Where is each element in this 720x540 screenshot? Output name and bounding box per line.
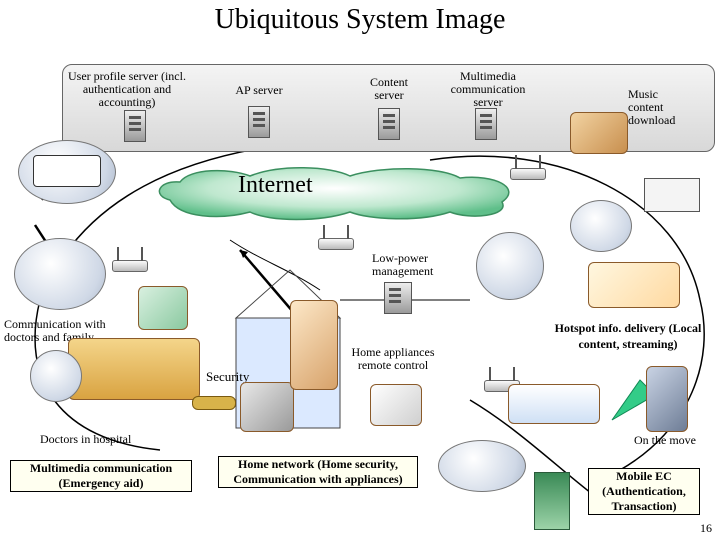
on-the-move-label: On the move — [634, 433, 696, 447]
businessman-image — [646, 366, 688, 432]
cafe-hotspot-image — [476, 232, 544, 300]
ambulance-icon — [33, 155, 101, 187]
multimedia-communication-box: Multimedia communication (Emergency aid) — [10, 460, 192, 492]
music-box-icon — [570, 112, 628, 154]
home-network-box: Home network (Home security, Communicati… — [218, 456, 418, 488]
laptop-user-image — [570, 200, 632, 252]
content-server-label: Content server — [370, 75, 408, 102]
access-point-icon — [112, 247, 148, 272]
access-point-icon — [318, 225, 354, 250]
music-download-label: Music content download — [628, 87, 676, 127]
multimedia-server-icon — [475, 108, 497, 140]
video-call-user-image — [30, 350, 82, 402]
burglar-image — [240, 382, 294, 432]
page-title: Ubiquitous System Image — [214, 4, 506, 35]
mobile-ec-box: Mobile EC (Authentication, Transaction) — [588, 468, 700, 515]
pc-icon — [384, 282, 412, 314]
page-number: 16 — [700, 521, 712, 535]
ap-server-icon — [248, 106, 270, 138]
user-profile-server-icon — [124, 110, 146, 142]
appliance-image — [370, 384, 422, 426]
caller-image — [14, 238, 106, 310]
ambulance-image — [18, 140, 116, 204]
doctor-image — [138, 286, 188, 330]
business-meeting-image — [588, 262, 680, 308]
user-profile-server-label: User profile server (incl. authenticatio… — [68, 69, 186, 109]
key-icon — [192, 396, 236, 410]
security-label: Security — [206, 369, 250, 384]
low-power-label: Low-power management — [372, 251, 434, 278]
family-image — [290, 300, 338, 390]
internet-label: Internet — [238, 172, 313, 198]
ap-server-label: AP server — [235, 83, 283, 97]
video-call-screen-image — [68, 338, 200, 400]
payment-card-image — [534, 472, 570, 530]
internet-cloud-icon — [158, 167, 510, 221]
newspaper-icon — [644, 178, 700, 212]
meeting-room-image — [438, 440, 526, 492]
content-server-icon — [378, 108, 400, 140]
hotspot-label: Hotspot info. delivery (Local content, s… — [554, 321, 702, 351]
home-appliances-label: Home appliances remote control — [351, 345, 435, 372]
doctors-hospital-label: Doctors in hospital — [40, 432, 132, 446]
storefront-image — [508, 384, 600, 424]
access-point-icon — [510, 155, 546, 180]
multimedia-server-label: Multimedia communication server — [450, 69, 526, 109]
